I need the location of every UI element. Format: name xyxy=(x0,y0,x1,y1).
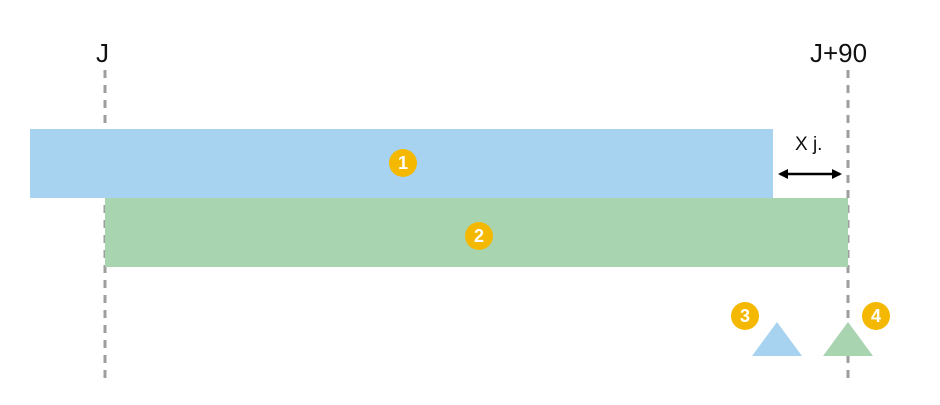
marker-badge-1: 1 xyxy=(389,149,417,177)
blue-triangle-icon xyxy=(752,322,802,356)
green-triangle-icon xyxy=(823,322,873,356)
marker-badge-2: 2 xyxy=(465,222,493,250)
end-day-label: J+90 xyxy=(810,38,868,68)
marker-badge-3: 3 xyxy=(731,302,759,330)
marker-badge-4: 4 xyxy=(862,302,890,330)
gap-days-label: X j. xyxy=(795,134,823,155)
start-day-label: J xyxy=(96,38,109,68)
